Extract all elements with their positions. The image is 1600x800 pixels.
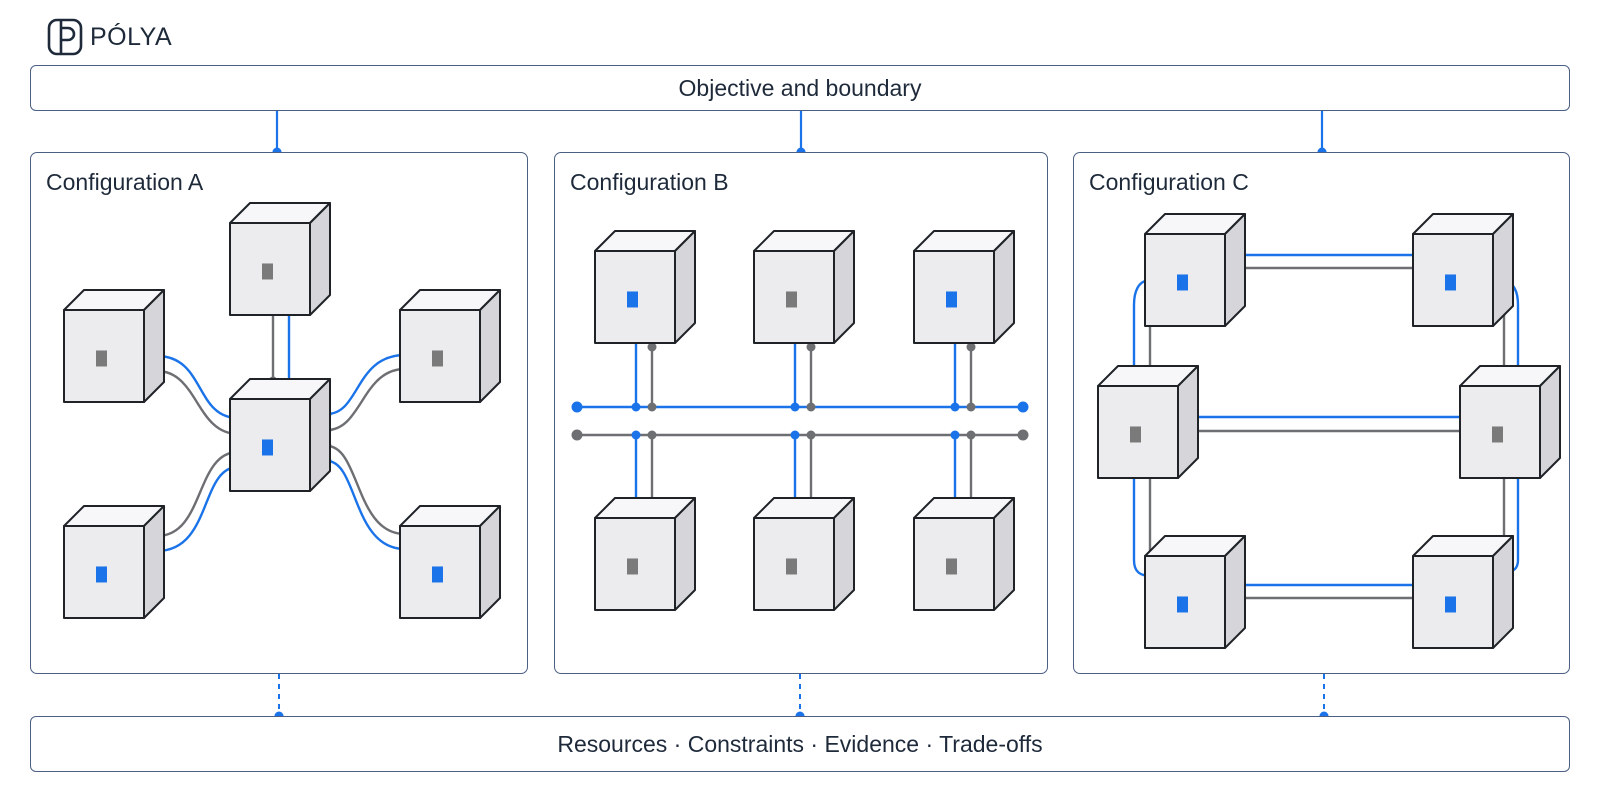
node-side-face — [993, 497, 1015, 611]
connector-dot — [790, 430, 800, 440]
node-a-hub — [229, 378, 331, 492]
connector-dot — [631, 430, 641, 440]
bus-end-dot — [571, 429, 583, 441]
status-indicator-blue — [1445, 596, 1456, 613]
node-c-mid-left — [1097, 365, 1199, 479]
connector-dot — [966, 430, 976, 440]
resources-label: Resources · Constraints · Evidence · Tra… — [557, 730, 1043, 757]
node-a-top — [229, 202, 331, 316]
link-hub-left-lower-gray — [155, 450, 240, 538]
node-side-face — [1177, 365, 1199, 479]
node-a-right-lower — [399, 505, 501, 619]
link-hub-right-lower-blue — [325, 459, 407, 551]
link-hub-right-lower-gray — [325, 444, 407, 536]
status-indicator-gray — [627, 558, 638, 575]
node-side-face — [479, 289, 501, 403]
status-indicator-blue — [262, 439, 273, 456]
status-indicator-gray — [262, 263, 273, 280]
status-indicator-gray — [786, 558, 797, 575]
panel-title-a: Configuration A — [46, 169, 204, 195]
node-side-face — [479, 505, 501, 619]
resources-bar: Resources · Constraints · Evidence · Tra… — [30, 716, 1570, 772]
connector-dot — [647, 430, 657, 440]
link-c-left-lower-gray — [1148, 470, 1154, 562]
status-indicator-gray — [96, 350, 107, 367]
node-a-right-upper — [399, 289, 501, 403]
connector-dot — [790, 402, 800, 412]
status-indicator-blue — [1177, 274, 1188, 291]
connector-dot — [950, 430, 960, 440]
connector-dot — [806, 342, 816, 352]
node-c-bottom-right — [1412, 535, 1514, 649]
bus-end-dot — [1017, 429, 1029, 441]
status-indicator-blue — [432, 566, 443, 583]
status-indicator-gray — [1130, 426, 1141, 443]
node-side-face — [674, 497, 696, 611]
connector-dot — [647, 342, 657, 352]
node-c-top-left — [1144, 213, 1246, 327]
objective-boundary-bar: Objective and boundary — [30, 65, 1570, 111]
link-hub-left-upper-gray — [155, 369, 240, 436]
connector-dot — [631, 402, 641, 412]
brand-name: PÓLYA — [90, 22, 173, 51]
connector-dot — [966, 342, 976, 352]
connector-dot — [647, 402, 657, 412]
bus-end-dot — [1017, 401, 1029, 413]
status-indicator-blue — [627, 291, 638, 308]
link-hub-left-upper-blue — [155, 354, 240, 420]
node-b-top-3 — [913, 230, 1015, 344]
node-b-bottom-3 — [913, 497, 1015, 611]
link-hub-right-upper-blue — [325, 353, 407, 416]
node-b-top-2 — [753, 230, 855, 344]
node-side-face — [309, 202, 331, 316]
node-side-face — [993, 230, 1015, 344]
node-side-face — [143, 289, 165, 403]
node-side-face — [833, 497, 855, 611]
node-side-face — [1492, 213, 1514, 327]
node-side-face — [309, 378, 331, 492]
node-b-top-1 — [594, 230, 696, 344]
node-side-face — [674, 230, 696, 344]
brand-logo: PÓLYA — [47, 17, 172, 57]
node-side-face — [1224, 535, 1246, 649]
bus-end-dot — [571, 401, 583, 413]
link-hub-left-lower-blue — [155, 465, 240, 553]
panel-title-c: Configuration C — [1089, 169, 1249, 195]
status-indicator-blue — [96, 566, 107, 583]
status-indicator-gray — [432, 350, 443, 367]
link-hub-right-upper-gray — [325, 367, 407, 432]
panel-title-b: Configuration B — [570, 169, 729, 195]
connector-dot — [950, 402, 960, 412]
node-side-face — [1539, 365, 1561, 479]
node-b-bottom-1 — [594, 497, 696, 611]
connector-dot — [966, 402, 976, 412]
node-a-left-upper — [63, 289, 165, 403]
status-indicator-gray — [1492, 426, 1503, 443]
status-indicator-gray — [946, 558, 957, 575]
node-b-bottom-2 — [753, 497, 855, 611]
connector-dot — [806, 402, 816, 412]
node-c-top-right — [1412, 213, 1514, 327]
connector-dot — [806, 430, 816, 440]
node-side-face — [833, 230, 855, 344]
node-c-mid-right — [1459, 365, 1561, 479]
status-indicator-blue — [1445, 274, 1456, 291]
node-c-bottom-left — [1144, 535, 1246, 649]
status-indicator-gray — [786, 291, 797, 308]
node-a-left-lower — [63, 505, 165, 619]
objective-boundary-label: Objective and boundary — [678, 74, 922, 101]
polya-logo-icon — [47, 18, 83, 56]
status-indicator-blue — [946, 291, 957, 308]
node-side-face — [1492, 535, 1514, 649]
node-side-face — [1224, 213, 1246, 327]
node-side-face — [143, 505, 165, 619]
status-indicator-blue — [1177, 596, 1188, 613]
